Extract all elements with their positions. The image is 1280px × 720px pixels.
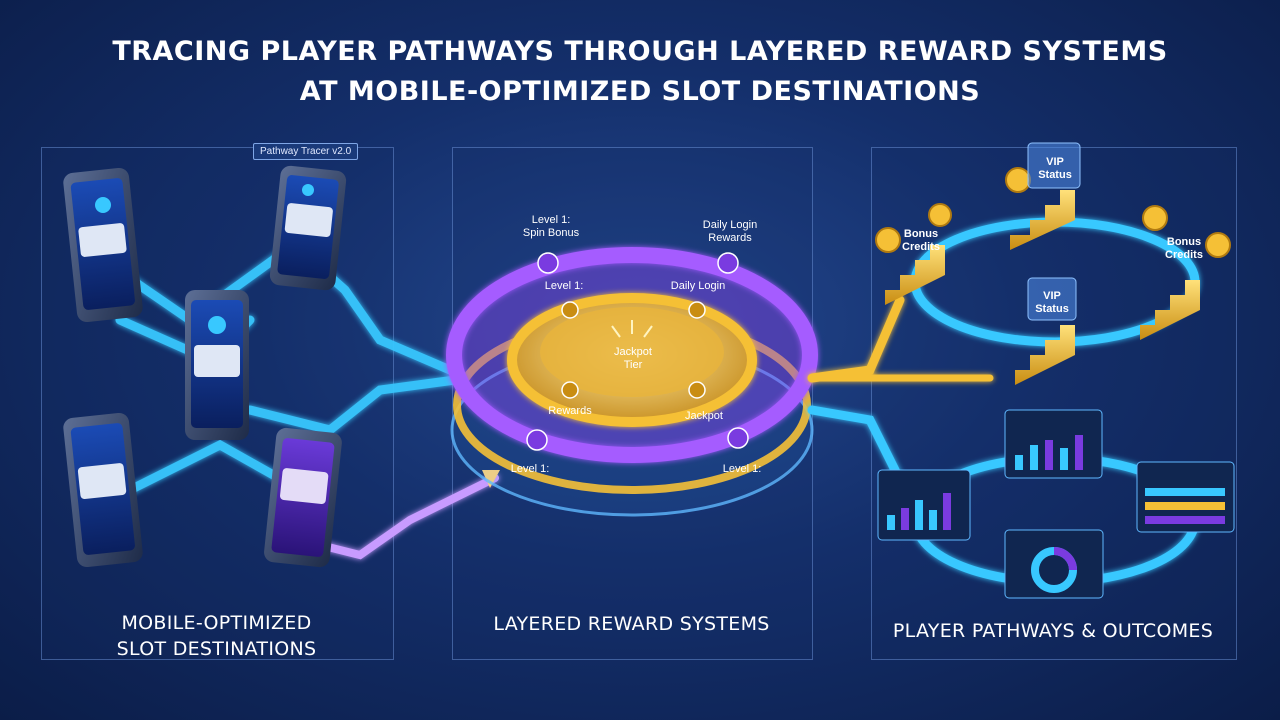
right-panel-label: PLAYER PATHWAYS & OUTCOMES bbox=[892, 620, 1214, 642]
core-burst bbox=[611, 320, 653, 338]
pipe-lower-right bbox=[245, 375, 460, 435]
title-line-1: TRACING PLAYER PATHWAYS THROUGH LAYERED … bbox=[112, 36, 1168, 67]
ring-system bbox=[446, 247, 818, 517]
pathway-tracer-badge: Pathway Tracer v2.0 bbox=[253, 143, 359, 160]
inner-label-bottom-right: Jackpot bbox=[685, 410, 723, 422]
outer-label-bottom-left: Level 1: bbox=[510, 463, 550, 475]
center-panel-label: LAYERED REWARD SYSTEMS bbox=[493, 613, 770, 635]
outer-label-top-left: Level 1: Spin Bonus bbox=[522, 214, 580, 239]
dashboard-3 bbox=[1136, 461, 1235, 533]
phone-1 bbox=[63, 167, 143, 323]
phone-5 bbox=[264, 427, 342, 568]
vip-status-mid: VIP Status bbox=[1035, 290, 1069, 315]
stairs-left bbox=[885, 245, 945, 305]
phone-3 bbox=[185, 290, 249, 440]
title-line-2: AT MOBILE-OPTIMIZED SLOT DESTINATIONS bbox=[299, 76, 981, 107]
stairs-right bbox=[1140, 280, 1200, 340]
ring-nodes bbox=[526, 252, 749, 451]
page-title: TRACING PLAYER PATHWAYS THROUGH LAYERED … bbox=[0, 32, 1280, 112]
pipe-purple-arrow bbox=[482, 470, 500, 488]
core-label: Jackpot Tier bbox=[614, 346, 652, 371]
stairs-group bbox=[885, 190, 1200, 385]
phone-2 bbox=[269, 165, 347, 291]
dashboard-4 bbox=[1004, 529, 1104, 599]
stairs-mid bbox=[1015, 325, 1075, 385]
pipe-gold-out bbox=[807, 295, 905, 383]
outer-label-top-right: Daily Login Rewards bbox=[702, 219, 758, 244]
stairs-top bbox=[1010, 190, 1075, 250]
vip-status-top: VIP Status bbox=[1038, 156, 1072, 181]
outer-label-bottom-right: Level 1: bbox=[722, 463, 762, 475]
coins bbox=[875, 167, 1231, 258]
core-top bbox=[540, 307, 724, 397]
inner-label-top-right: Daily Login bbox=[670, 280, 726, 292]
dashboard-1 bbox=[877, 469, 971, 541]
bonus-credits-left: Bonus Credits bbox=[902, 228, 940, 253]
dashboard-2 bbox=[1004, 409, 1103, 479]
inner-nodes bbox=[561, 301, 706, 399]
inner-label-top-left: Level 1: bbox=[544, 280, 584, 292]
bonus-credits-right: Bonus Credits bbox=[1165, 236, 1203, 261]
phone-4 bbox=[63, 412, 143, 568]
pipe-blue-out bbox=[807, 405, 905, 485]
vip-cards bbox=[1027, 142, 1081, 321]
inner-label-bottom-left: Rewards bbox=[548, 405, 592, 417]
left-panel-label: MOBILE-OPTIMIZED SLOT DESTINATIONS bbox=[116, 612, 317, 660]
